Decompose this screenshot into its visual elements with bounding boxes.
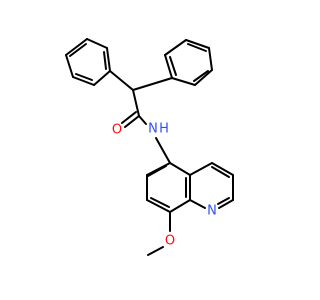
- bond: [146, 199, 171, 213]
- bond: [193, 70, 209, 82]
- bond: [169, 56, 177, 76]
- bond: [132, 77, 173, 91]
- structure-diagram: O N H N O: [65, 38, 234, 256]
- bond: [65, 38, 88, 56]
- bond: [75, 73, 93, 81]
- bond: [169, 162, 191, 176]
- bond: [121, 111, 137, 124]
- molecule-canvas: O N H N O: [65, 38, 234, 256]
- bond: [169, 199, 191, 213]
- bond: [69, 43, 87, 57]
- atom-hydrogen: H: [159, 122, 169, 137]
- atom-labels: O N H N O: [112, 122, 217, 249]
- bond: [208, 47, 213, 71]
- bond: [109, 70, 134, 91]
- atom-label: O: [112, 123, 122, 138]
- atom-label: O: [165, 234, 175, 249]
- atom-oxygen-carbonyl: O: [112, 123, 122, 138]
- bond: [150, 197, 170, 208]
- bond: [194, 69, 213, 86]
- bond: [211, 162, 234, 176]
- bond: [72, 76, 95, 86]
- bond: [171, 77, 196, 86]
- bond: [147, 165, 167, 177]
- atom-nitrogen-amide: N H: [148, 122, 169, 137]
- bond: [65, 54, 74, 78]
- bond: [218, 199, 234, 209]
- bond: [189, 162, 213, 176]
- bond: [217, 197, 230, 205]
- bond: [211, 166, 230, 178]
- atom-label: N: [148, 122, 158, 137]
- bond: [164, 39, 187, 56]
- bond: [185, 39, 210, 49]
- atom-nitrogen-quinoline: N: [207, 204, 217, 219]
- atom-label: N: [207, 204, 217, 219]
- bond: [132, 89, 140, 117]
- bond: [93, 70, 111, 86]
- bond: [147, 246, 164, 256]
- bond: [138, 115, 147, 125]
- bonds: [65, 38, 234, 256]
- bond: [189, 199, 206, 209]
- bond: [155, 137, 171, 164]
- bond: [146, 162, 171, 176]
- bond: [187, 43, 207, 52]
- bond: [164, 54, 173, 79]
- bond: [86, 38, 108, 49]
- atom-oxygen-methoxy: O: [165, 234, 175, 249]
- bond: [106, 47, 111, 72]
- bond: [103, 51, 107, 70]
- bond: [124, 115, 140, 128]
